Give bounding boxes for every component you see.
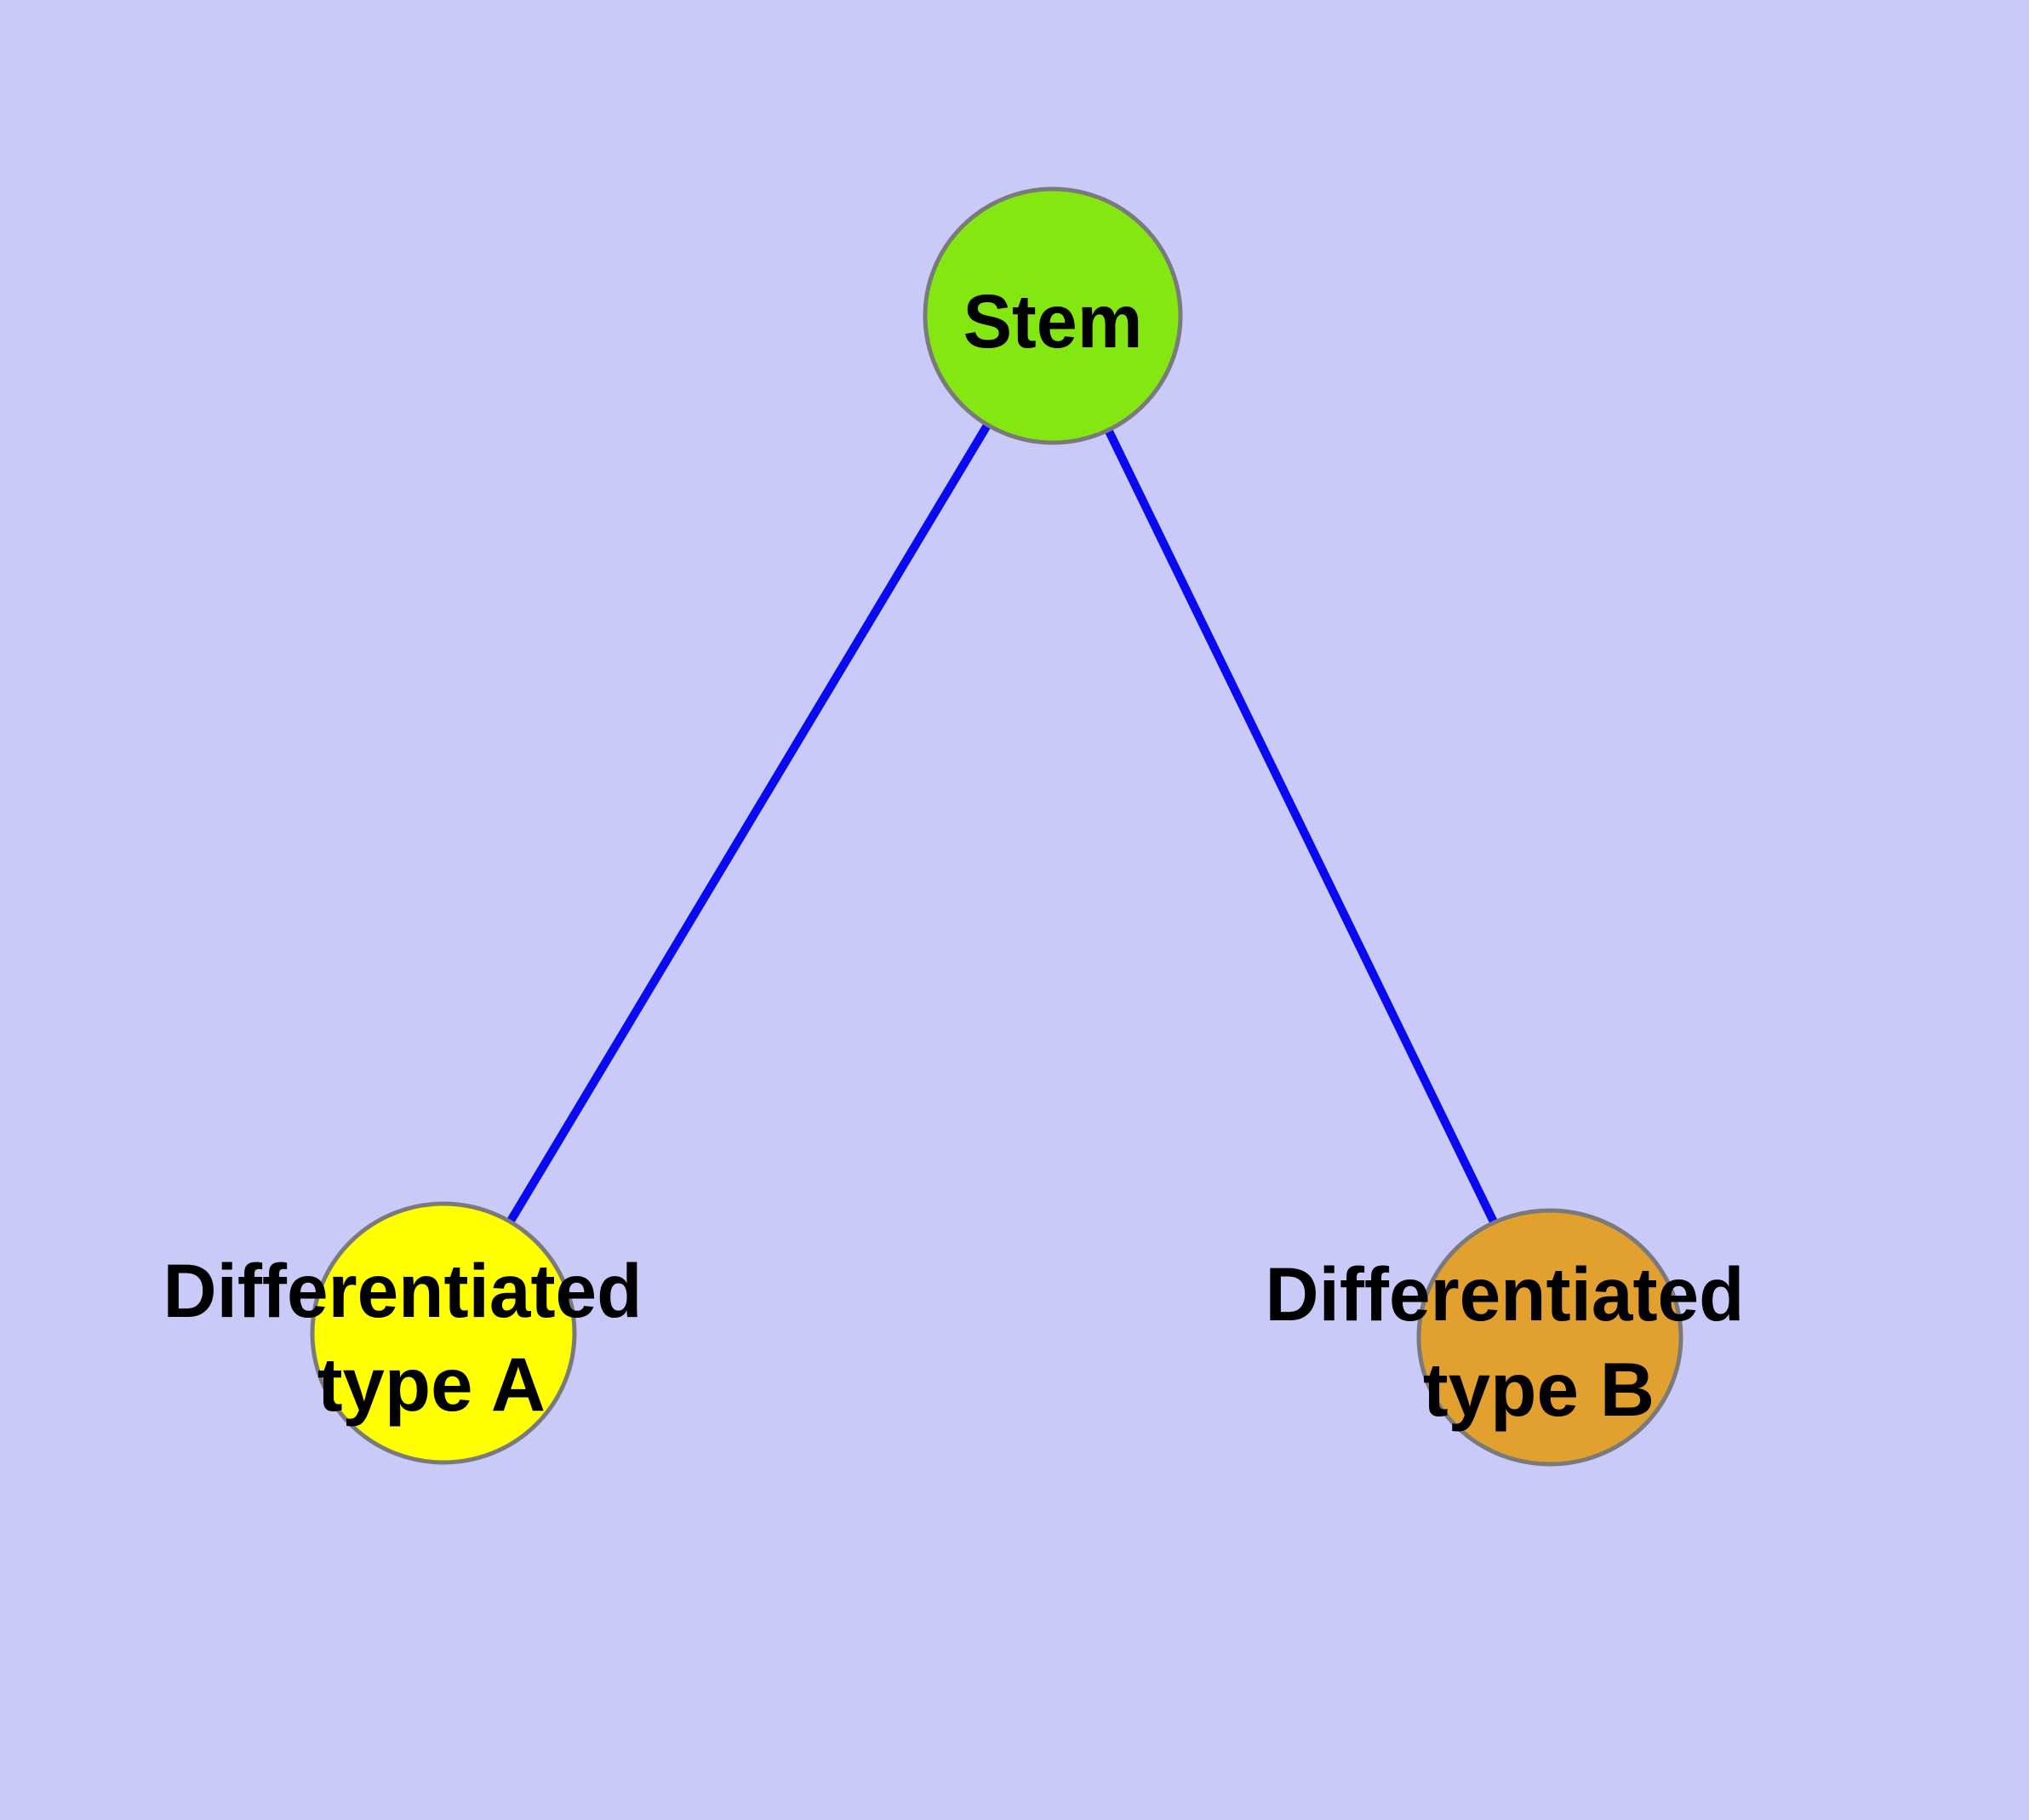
node-type-a-label-line2: type A — [317, 1342, 546, 1427]
edge-stem-to-type-b — [1049, 313, 1554, 1340]
node-type-b-label-line2: type B — [1423, 1347, 1655, 1432]
node-stem-label: Stem — [963, 278, 1143, 363]
node-type-b-label-line1: Differentiated — [1266, 1251, 1745, 1336]
node-stem — [923, 186, 1183, 445]
edge-stem-to-type-a — [439, 313, 1057, 1336]
node-type-a-label-line1: Differentiated — [163, 1248, 643, 1333]
node-type-a — [310, 1201, 577, 1465]
node-type-b — [1416, 1208, 1683, 1467]
